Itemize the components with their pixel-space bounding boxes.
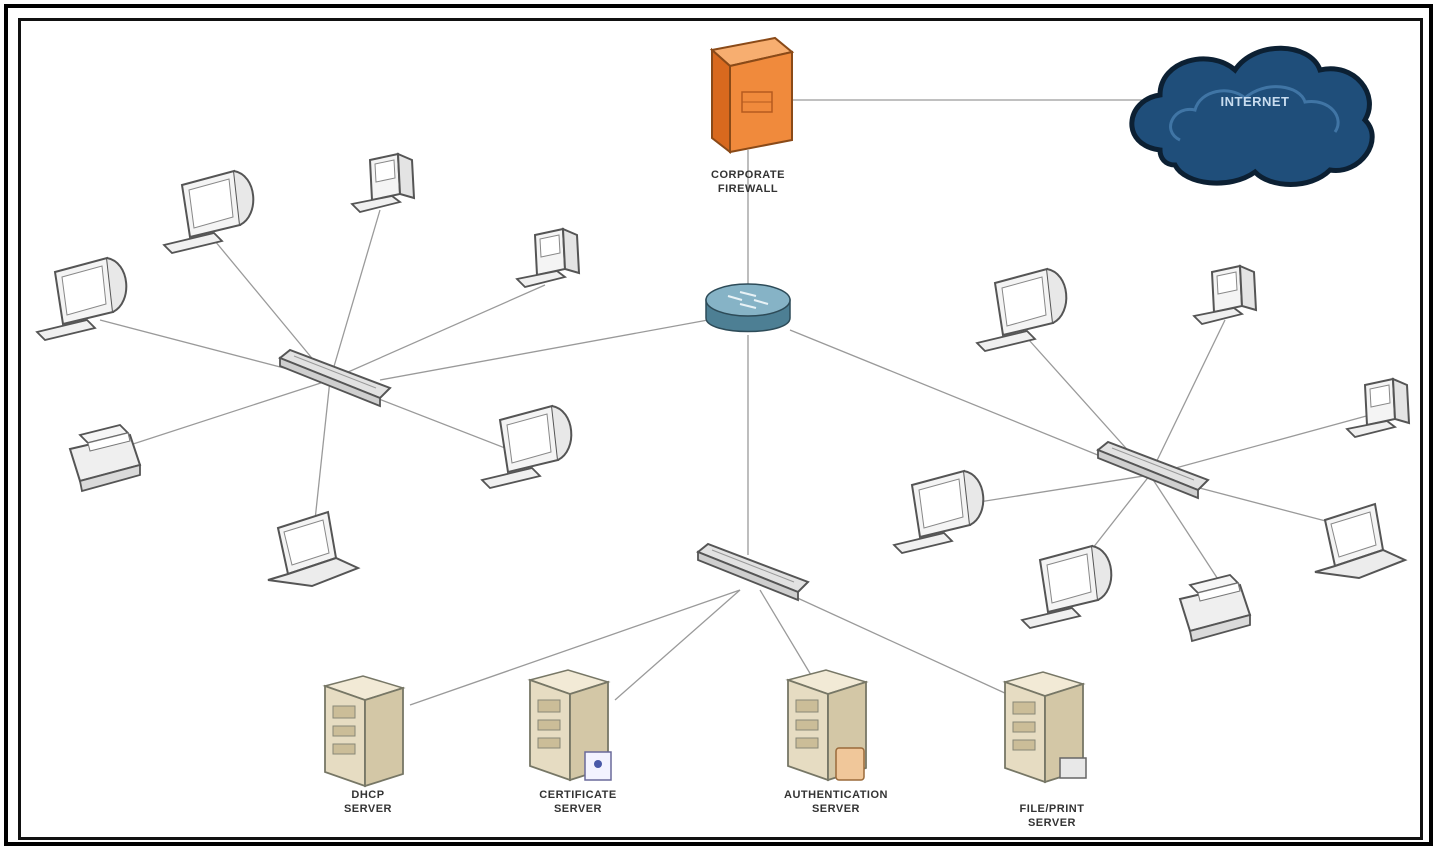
desktop-monitor-icon <box>481 405 573 489</box>
file-print-server-icon <box>1004 671 1087 783</box>
authentication-server-icon <box>787 669 867 781</box>
desktop-tower-icon <box>1193 265 1257 325</box>
switch-servers-icon <box>697 543 809 601</box>
firewall-label-line2: FIREWALL <box>718 183 778 195</box>
desktop-monitor-icon <box>976 268 1068 352</box>
firewall-icon <box>709 36 795 155</box>
connection-lines <box>99 99 1371 706</box>
certificate-server-label-line1: CERTIFICATE <box>539 789 616 801</box>
switch-left-icon <box>279 349 391 407</box>
desktop-monitor-icon <box>36 257 128 341</box>
authentication-server-label-line1: AUTHENTICATION <box>784 789 888 801</box>
laptop-icon <box>267 511 359 587</box>
dhcp-server-label-line2: SERVER <box>344 803 392 815</box>
dhcp-server-icon <box>324 675 404 787</box>
desktop-tower-icon <box>1346 378 1410 438</box>
dhcp-server-label-line1: DHCP <box>351 789 384 801</box>
link-router-switch-left <box>379 319 709 381</box>
desktop-monitor-icon <box>163 170 255 254</box>
file-print-server-label-line2: SERVER <box>1028 817 1076 829</box>
internet-cloud: INTERNET <box>1129 45 1375 187</box>
file-print-server-label-line1: FILE/PRINT <box>1020 803 1085 815</box>
certificate-server-label-line2: SERVER <box>554 803 602 815</box>
internet-label: INTERNET <box>1221 94 1290 109</box>
desktop-tower-icon <box>351 153 415 213</box>
router-icon <box>705 283 791 333</box>
printer-icon <box>69 424 141 492</box>
firewall-label-line1: CORPORATE <box>711 169 785 181</box>
desktop-monitor-icon <box>1021 545 1113 629</box>
laptop-icon <box>1314 503 1406 579</box>
desktop-tower-icon <box>516 228 580 288</box>
authentication-server-label-line2: SERVER <box>812 803 860 815</box>
link-router-switch-right <box>789 329 1111 461</box>
printer-icon <box>1179 574 1251 642</box>
desktop-monitor-icon <box>893 470 985 554</box>
certificate-server-icon <box>529 669 612 781</box>
switch-right-icon <box>1097 441 1209 499</box>
